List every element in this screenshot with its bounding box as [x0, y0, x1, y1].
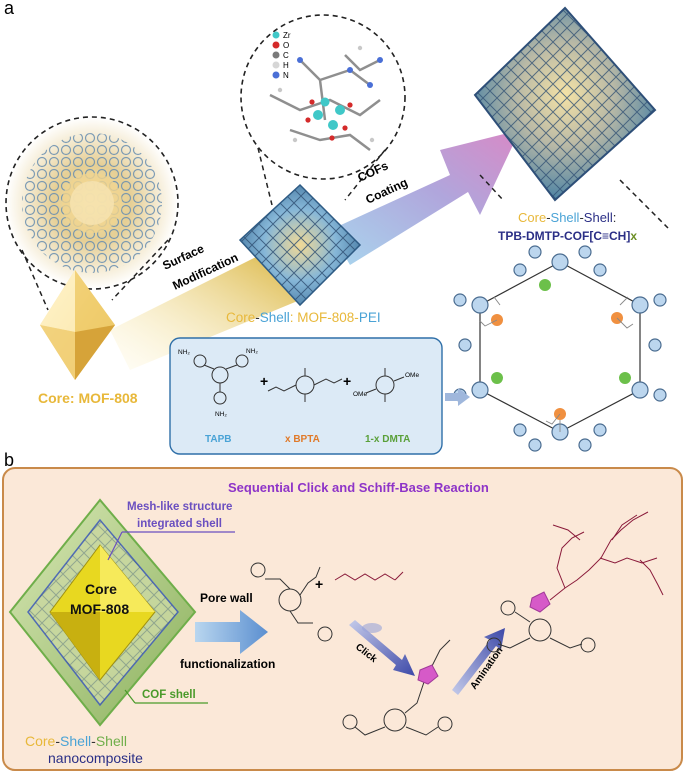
- core-mof808-label: Core: MOF-808: [38, 390, 138, 406]
- tapb-molecule: [193, 354, 249, 405]
- click-arrow: [349, 620, 415, 676]
- dmta-ome-1: OMe: [405, 372, 419, 379]
- mesh-label-2: integrated shell: [137, 518, 222, 530]
- cof-name-label: TPB-DMTP-COF[C≡CH]x: [498, 229, 637, 243]
- legend-n: N: [283, 71, 289, 80]
- legend-n-dot: [272, 71, 280, 79]
- mof808-framework-icon: [22, 133, 162, 273]
- zr-cluster-molecule: [269, 45, 383, 151]
- zoom-line-cof-left: [479, 174, 504, 201]
- core-text: Core: [85, 581, 117, 597]
- legend-zr-dot: [272, 31, 280, 39]
- zoom-line-pei-left: [257, 147, 273, 206]
- tapb-nh2-2: NH₂: [246, 348, 258, 355]
- monomer-box: [169, 337, 443, 455]
- zoom-line-pei-right: [344, 149, 386, 201]
- mesh-label-1: Mesh-like structure: [127, 501, 232, 513]
- nanocomposite-label: nanocomposite: [48, 750, 143, 766]
- cof-coating-arrow: [330, 130, 520, 265]
- triazole-cof-unit: [342, 639, 453, 736]
- cof-shell-label: COF shell: [142, 689, 196, 701]
- dmta-label: 1-x DMTA: [365, 434, 410, 445]
- core-shell-shell-octahedron: [473, 6, 657, 202]
- click-glow: [362, 623, 382, 633]
- b-core-shell-shell-label: Core-Shell-Shell: [25, 733, 127, 749]
- legend-o: O: [283, 41, 289, 50]
- legend-o-dot: [272, 41, 280, 49]
- monomer-to-cof-arrow: [445, 388, 470, 406]
- layered-octahedron: [8, 498, 197, 727]
- legend-c-dot: [272, 51, 280, 59]
- pei-chain: [549, 511, 664, 601]
- cof-shell-pointer: [124, 689, 136, 704]
- cof-hexagon-structure: [453, 245, 667, 452]
- panel-b-label: b: [4, 450, 14, 470]
- legend-h-dot: [272, 61, 280, 69]
- azide-molecule: [334, 571, 404, 581]
- mof808-core-octahedron: [40, 270, 115, 380]
- pore-wall-label: Pore wall: [200, 591, 253, 605]
- tapb-nh2-3: NH₂: [215, 411, 227, 418]
- zoom-line-left: [21, 249, 49, 311]
- amination-arrow: [452, 628, 505, 695]
- bpta-molecule: [267, 368, 343, 402]
- zoom-line-cof-right: [619, 179, 669, 229]
- core-shell-mof808-pei-label: Core-Shell: MOF-808-PEI: [226, 310, 381, 325]
- triazole-ring-2: [529, 591, 551, 613]
- panel-a-label: a: [4, 0, 15, 18]
- plus-2: +: [343, 373, 351, 389]
- mesh-label-pointer: [107, 531, 123, 561]
- dmta-molecule: [365, 368, 405, 402]
- tapb-nh2-1: NH₂: [178, 349, 190, 356]
- panel-b-title: Sequential Click and Schiff-Base Reactio…: [228, 480, 489, 495]
- legend-h: H: [283, 61, 289, 70]
- panel-b-box: [2, 467, 683, 771]
- core-shell-octahedron: [238, 183, 362, 307]
- triazole-ring-1: [417, 664, 439, 685]
- dmta-ome-2: OMe: [353, 391, 367, 398]
- element-legend: Zr O C H N: [272, 31, 291, 80]
- legend-zr: Zr: [283, 31, 291, 40]
- zoom-line-right: [111, 239, 169, 301]
- core-mof808-text: MOF-808: [70, 601, 129, 617]
- bpta-label: x BPTA: [285, 434, 320, 445]
- pore-wall-arrow: [195, 610, 268, 654]
- alkyne-cof-unit: [250, 562, 333, 642]
- reactant-plus: +: [315, 576, 323, 592]
- legend-c: C: [283, 51, 289, 60]
- tapb-label: TAPB: [205, 434, 231, 445]
- core-shell-shell-label: Core-Shell-Shell:: [518, 210, 616, 225]
- aminated-cof-unit: [486, 600, 596, 653]
- surface-modification-beam: [110, 250, 300, 370]
- plus-1: +: [260, 373, 268, 389]
- functionalization-label: functionalization: [180, 657, 275, 671]
